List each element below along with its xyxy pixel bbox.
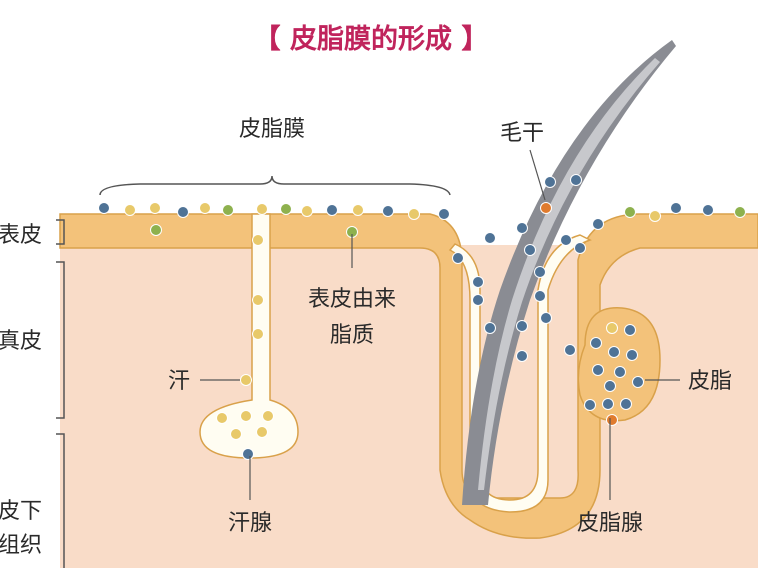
lipid-particle: [608, 346, 620, 358]
lipid-particle: [177, 206, 189, 218]
lipid-particle: [256, 426, 268, 438]
lipid-particle: [560, 234, 572, 246]
lipid-particle: [624, 206, 636, 218]
lipid-particle: [382, 205, 394, 217]
label-sebaceous-gland: 皮脂腺: [577, 511, 643, 536]
lipid-particle: [570, 174, 582, 186]
lipid-particle: [199, 202, 211, 214]
leader-hair: [529, 149, 546, 201]
epidermis-bracket: [56, 219, 65, 245]
lipid-particle: [149, 202, 161, 214]
label-sebum: 皮脂: [688, 369, 732, 394]
lipid-particle: [632, 376, 644, 388]
lipid-particle: [222, 204, 234, 216]
lipid-particle: [624, 324, 636, 336]
lipid-particle: [484, 232, 496, 244]
lipid-particle: [544, 176, 556, 188]
lipid-particle: [574, 242, 586, 254]
lipid-particle: [540, 312, 552, 324]
lipid-particle: [230, 428, 242, 440]
sebum-film-bracket: [99, 175, 451, 196]
lipid-particle: [438, 208, 450, 220]
lipid-particle: [262, 410, 274, 422]
diagram-title: 【 皮脂膜的形成 】: [254, 23, 489, 55]
label-epidermal-lipid-2: 脂质: [330, 323, 374, 348]
lipid-particle: [524, 244, 536, 256]
lipid-particle: [649, 210, 661, 222]
dermis-bracket: [56, 261, 65, 419]
lipid-particle: [326, 204, 338, 216]
lipid-particle: [150, 224, 162, 236]
lipid-particle: [534, 290, 546, 302]
dermis-region: [60, 245, 758, 568]
lipid-particle: [452, 252, 464, 264]
lipid-particle: [472, 294, 484, 306]
lipid-particle: [606, 322, 618, 334]
lipid-particle: [252, 328, 264, 340]
label-hair-shaft: 毛干: [500, 121, 544, 146]
lipid-particle: [352, 204, 364, 216]
lipid-particle: [540, 202, 552, 214]
lipid-particle: [516, 350, 528, 362]
lipid-particle: [242, 448, 254, 460]
lipid-particle: [484, 322, 496, 334]
label-epidermal-lipid-1: 表皮由来: [308, 287, 396, 312]
lipid-particles: [98, 174, 746, 460]
lipid-particle: [602, 398, 614, 410]
subcutaneous-bracket: [56, 433, 65, 568]
lipid-particle: [98, 202, 110, 214]
lipid-particle: [256, 203, 268, 215]
lipid-particle: [606, 414, 618, 426]
lipid-particle: [626, 349, 638, 361]
lipid-particle: [472, 276, 484, 288]
lipid-particle: [592, 364, 604, 376]
lipid-particle: [590, 337, 602, 349]
lipid-particle: [408, 208, 420, 220]
lipid-particle: [252, 294, 264, 306]
label-sebum-film: 皮脂膜: [239, 117, 305, 142]
label-subcutaneous-1: 皮下: [0, 499, 42, 524]
lipid-particle: [734, 206, 746, 218]
label-subcutaneous-2: 组织: [0, 533, 42, 558]
lipid-particle: [240, 374, 252, 386]
lipid-particle: [564, 344, 576, 356]
lipid-particle: [124, 204, 136, 216]
lipid-particle: [604, 380, 616, 392]
label-sweat: 汗: [168, 369, 190, 394]
lipid-particle: [280, 203, 292, 215]
layer-brackets: [56, 219, 65, 568]
lipid-particle: [670, 202, 682, 214]
lipid-particle: [516, 222, 528, 234]
lipid-particle: [614, 366, 626, 378]
leader-lines: [200, 149, 680, 500]
lipid-particle: [702, 204, 714, 216]
lipid-particle: [620, 398, 632, 410]
lipid-particle: [516, 320, 528, 332]
label-epidermis: 表皮: [0, 223, 42, 248]
lipid-particle: [301, 205, 313, 217]
label-sweat-gland: 汗腺: [228, 511, 272, 536]
lipid-particle: [216, 412, 228, 424]
lipid-particle: [584, 399, 596, 411]
sebaceous-gland: [577, 307, 661, 422]
lipid-particle: [240, 410, 252, 422]
label-dermis: 真皮: [0, 329, 42, 354]
lipid-particle: [534, 266, 546, 278]
lipid-particle: [592, 218, 604, 230]
lipid-particle: [252, 234, 264, 246]
